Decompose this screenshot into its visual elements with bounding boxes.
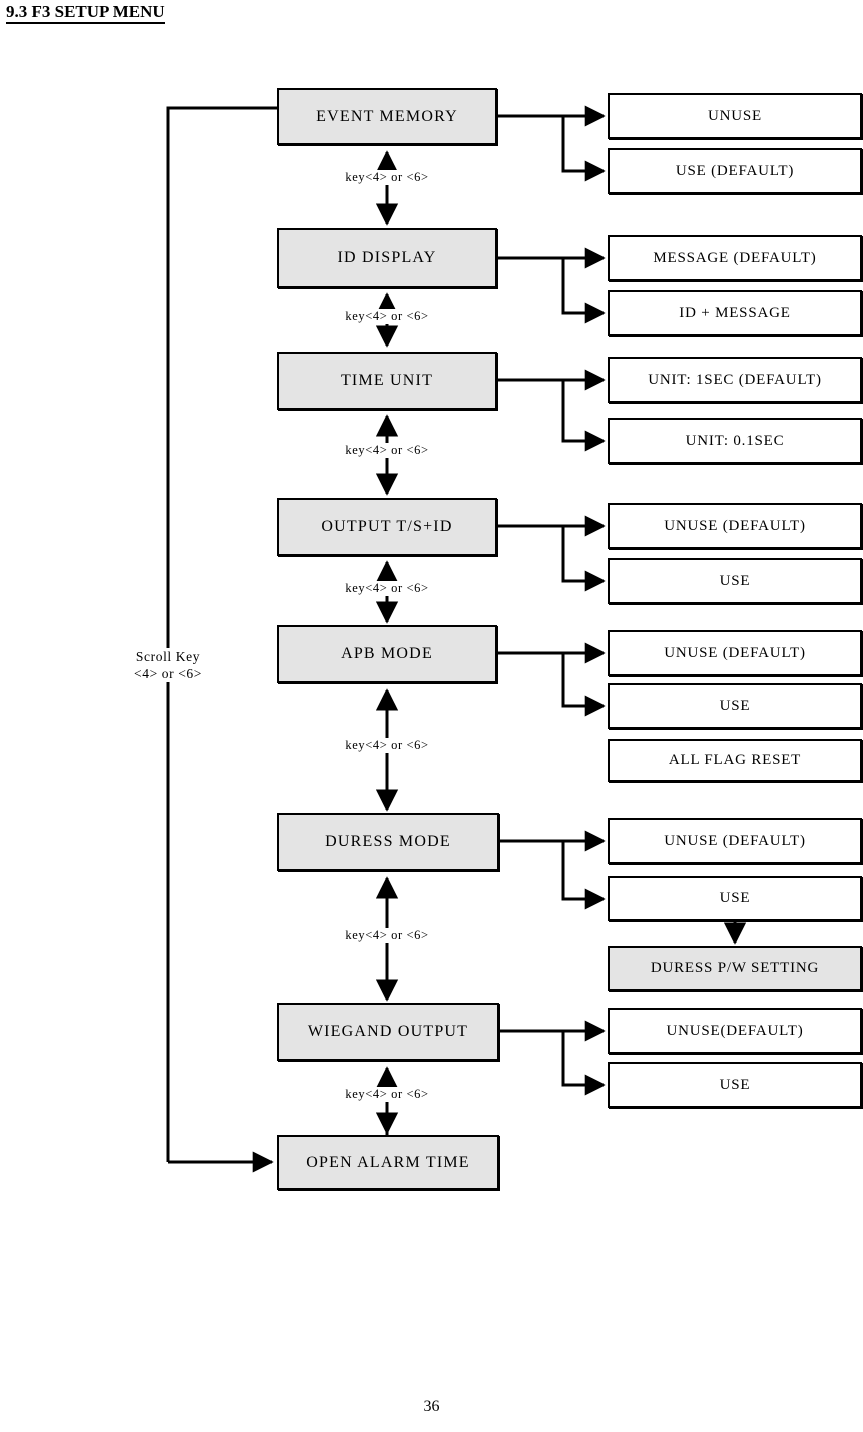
option-box-id-display-id-message[interactable]: ID + MESSAGE xyxy=(608,290,862,336)
menu-box-label: TIME UNIT xyxy=(340,372,434,390)
option-box-label: USE (DEFAULT) xyxy=(675,162,795,179)
option-box-duress-mode-unuse[interactable]: UNUSE (DEFAULT) xyxy=(608,818,862,864)
transition-label-output-ts-id-apb-mode: key<4> or <6> xyxy=(341,581,433,596)
option-box-label: UNIT: 0.1SEC xyxy=(685,432,785,449)
option-box-label: ALL FLAG RESET xyxy=(668,752,802,769)
menu-box-label: EVENT MEMORY xyxy=(316,107,458,125)
transition-label-wiegand-output-open-alarm-time: key<4> or <6> xyxy=(341,1087,433,1102)
option-box-label: ID + MESSAGE xyxy=(679,304,791,321)
menu-box-open-alarm-time[interactable]: OPEN ALARM TIME xyxy=(277,1135,499,1190)
option-box-apb-mode-use[interactable]: USE xyxy=(608,683,862,729)
transition-label-id-display-time-unit: key<4> or <6> xyxy=(341,309,433,324)
option-box-label: USE xyxy=(719,890,751,907)
option-box-wiegand-output-use[interactable]: USE xyxy=(608,1062,862,1108)
scroll-key-label: Scroll Key <4> or <6> xyxy=(131,648,205,682)
scroll-key-label-line2: <4> or <6> xyxy=(134,666,202,681)
scroll-key-label-line1: Scroll Key xyxy=(135,649,201,664)
option-box-label: UNUSE (DEFAULT) xyxy=(664,644,806,661)
option-box-duress-pw-setting[interactable]: DURESS P/W SETTING xyxy=(608,946,862,991)
option-box-label: USE xyxy=(719,572,751,589)
option-box-label: UNIT: 1SEC (DEFAULT) xyxy=(648,371,822,388)
menu-box-label: OUTPUT T/S+ID xyxy=(321,518,453,536)
option-box-label: USE xyxy=(719,1076,751,1093)
option-box-output-ts-id-unuse[interactable]: UNUSE (DEFAULT) xyxy=(608,503,862,549)
menu-box-label: WIEGAND OUTPUT xyxy=(307,1023,469,1041)
option-box-wiegand-output-unuse[interactable]: UNUSE(DEFAULT) xyxy=(608,1008,862,1054)
menu-box-apb-mode[interactable]: APB MODE xyxy=(277,625,497,683)
option-box-duress-mode-use[interactable]: USE xyxy=(608,876,862,921)
option-box-id-display-message[interactable]: MESSAGE (DEFAULT) xyxy=(608,235,862,281)
menu-box-event-memory[interactable]: EVENT MEMORY xyxy=(277,88,497,145)
option-box-label: UNUSE xyxy=(707,107,762,124)
menu-box-output-ts-id[interactable]: OUTPUT T/S+ID xyxy=(277,498,497,556)
page-title: 9.3 F3 SETUP MENU xyxy=(6,2,165,24)
option-box-event-memory-unuse[interactable]: UNUSE xyxy=(608,93,862,139)
option-box-event-memory-use[interactable]: USE (DEFAULT) xyxy=(608,148,862,194)
menu-box-label: ID DISPLAY xyxy=(337,249,437,267)
option-box-label: UNUSE (DEFAULT) xyxy=(664,832,806,849)
menu-box-label: APB MODE xyxy=(341,645,433,663)
transition-label-time-unit-output-ts-id: key<4> or <6> xyxy=(341,443,433,458)
option-box-label: UNUSE(DEFAULT) xyxy=(666,1022,804,1039)
transition-label-event-memory-id-display: key<4> or <6> xyxy=(341,170,433,185)
transition-label-duress-mode-wiegand-output: key<4> or <6> xyxy=(341,928,433,943)
menu-box-label: DURESS MODE xyxy=(325,833,451,851)
option-box-time-unit-01sec[interactable]: UNIT: 0.1SEC xyxy=(608,418,862,464)
menu-box-id-display[interactable]: ID DISPLAY xyxy=(277,228,497,288)
option-box-label: MESSAGE (DEFAULT) xyxy=(653,249,817,266)
page-number: 36 xyxy=(423,1398,440,1415)
option-box-label: USE xyxy=(719,697,751,714)
option-box-label: UNUSE (DEFAULT) xyxy=(664,517,806,534)
menu-box-duress-mode[interactable]: DURESS MODE xyxy=(277,813,499,871)
menu-box-time-unit[interactable]: TIME UNIT xyxy=(277,352,497,410)
option-box-apb-mode-unuse[interactable]: UNUSE (DEFAULT) xyxy=(608,630,862,676)
option-box-label: DURESS P/W SETTING xyxy=(650,960,820,977)
option-box-apb-mode-all-flag-reset[interactable]: ALL FLAG RESET xyxy=(608,739,862,782)
transition-label-apb-mode-duress-mode: key<4> or <6> xyxy=(341,738,433,753)
option-box-time-unit-1sec[interactable]: UNIT: 1SEC (DEFAULT) xyxy=(608,357,862,403)
option-box-output-ts-id-use[interactable]: USE xyxy=(608,558,862,604)
menu-box-wiegand-output[interactable]: WIEGAND OUTPUT xyxy=(277,1003,499,1061)
menu-box-label: OPEN ALARM TIME xyxy=(306,1153,470,1171)
